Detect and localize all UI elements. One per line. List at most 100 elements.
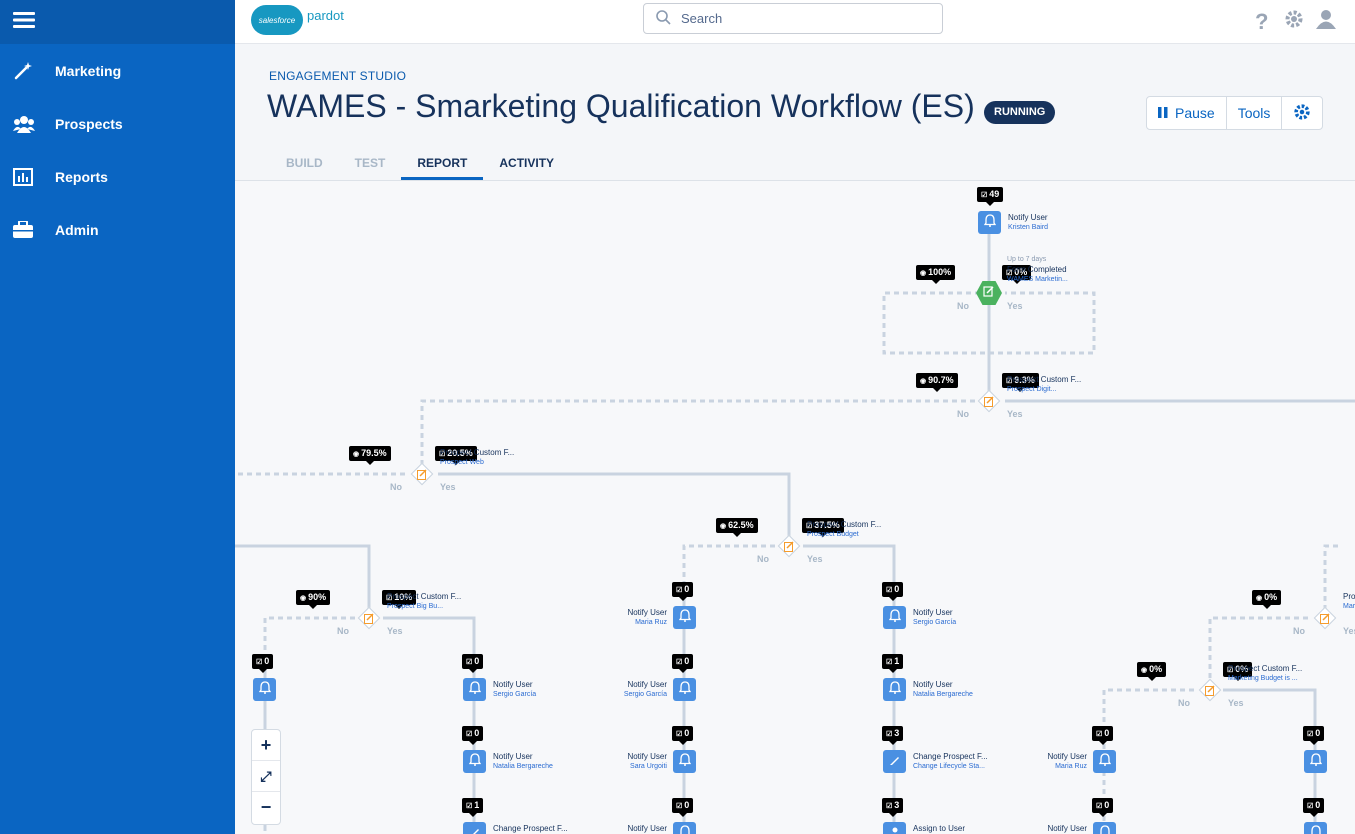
decision-label: Prospect Custom F...Prospect Big Bu...: [387, 592, 461, 612]
action-node[interactable]: [673, 822, 696, 834]
count-badge: ☑ 0: [462, 726, 484, 745]
gear-icon[interactable]: [1284, 9, 1304, 34]
count-badge: ☑ 0: [462, 654, 484, 673]
salesforce-pardot-logo[interactable]: salesforce pardot: [251, 5, 344, 35]
sidebar-item-prospects[interactable]: Prospects: [0, 97, 235, 150]
product-name: pardot: [307, 7, 344, 23]
action-title: Notify User: [627, 608, 667, 617]
bell-icon: [258, 680, 271, 699]
action-subtitle: Change Lifecycle Sta...: [913, 763, 985, 770]
breadcrumb[interactable]: ENGAGEMENT STUDIO: [269, 69, 407, 83]
badge-value: 0: [684, 584, 690, 594]
decision-subtitle: Prospect Digit...: [1007, 386, 1057, 393]
count-badge: ☑ 1: [882, 654, 904, 673]
no-label: No: [337, 626, 349, 636]
count-badge: ☑ 1: [462, 798, 484, 817]
action-title: Notify User: [913, 680, 953, 689]
bell-icon: [468, 752, 481, 771]
action-label: Change Prospect F...: [493, 824, 568, 834]
no-branch-connector: [1323, 544, 1338, 618]
user-avatar-icon[interactable]: [1315, 8, 1337, 35]
action-node[interactable]: [463, 822, 486, 834]
badge-value: 0: [684, 728, 690, 738]
badge-value: 0: [1315, 800, 1321, 810]
action-subtitle: Sergio García: [623, 691, 667, 698]
action-node[interactable]: [463, 678, 486, 701]
check-icon: ☑: [676, 659, 685, 666]
badge-value: 0%: [1264, 592, 1278, 602]
top-bar: salesforce pardot Search ?: [235, 0, 1355, 44]
search-input[interactable]: Search: [643, 3, 943, 34]
action-node[interactable]: [1304, 750, 1327, 773]
user-icon: [889, 825, 901, 834]
pause-button[interactable]: Pause: [1147, 97, 1227, 129]
action-node[interactable]: [673, 678, 696, 701]
check-icon: ☑: [1307, 803, 1316, 810]
action-title: Assign to User: [913, 824, 966, 833]
badge-value: 0: [1315, 728, 1321, 738]
decision-subtitle: Prospect Budget: [807, 531, 859, 538]
action-node[interactable]: [883, 606, 906, 629]
action-title: Notify User: [627, 824, 667, 833]
action-node[interactable]: [883, 822, 906, 834]
help-icon[interactable]: ?: [1255, 9, 1269, 34]
bell-icon: [1309, 752, 1322, 771]
no-percent-badge: ◉ 62.5%: [716, 518, 758, 537]
badge-value: 79.5%: [361, 448, 387, 458]
badge-value: 0: [1104, 728, 1110, 738]
check-icon: ☑: [1096, 731, 1105, 738]
action-node[interactable]: [253, 678, 276, 701]
badge-value: 1: [474, 800, 480, 810]
action-node[interactable]: [673, 750, 696, 773]
action-node[interactable]: [1093, 822, 1116, 834]
check-icon: ☑: [676, 731, 685, 738]
zoom-out-button[interactable]: −: [260, 797, 272, 817]
action-node[interactable]: [1093, 750, 1116, 773]
fit-to-screen-button[interactable]: ⤢: [252, 761, 280, 792]
action-node[interactable]: [883, 750, 906, 773]
gear-icon: [1293, 103, 1311, 124]
action-title: Notify User: [1047, 752, 1087, 761]
check-icon: ☑: [386, 595, 395, 602]
decision-subtitle: Mar...: [1343, 603, 1355, 610]
sidebar-item-admin[interactable]: Admin: [0, 203, 235, 256]
action-node[interactable]: [1304, 822, 1327, 834]
tab-activity[interactable]: ACTIVITY: [499, 156, 555, 170]
count-badge: ☑ 0: [1303, 726, 1325, 745]
action-node[interactable]: [883, 678, 906, 701]
badge-value: 0: [1104, 800, 1110, 810]
decision-title: Prospect Custom F...: [807, 520, 882, 529]
page-title: WAMES - Smarketing Qualification Workflo…: [267, 88, 975, 124]
action-title: Notify User: [627, 752, 667, 761]
menu-icon[interactable]: [13, 11, 35, 33]
workflow-connectors: [235, 216, 1355, 831]
count-badge: ☑ 0: [1092, 798, 1114, 817]
sidebar: Marketing Prospects Reports Admin: [0, 0, 235, 834]
bell-icon: [1099, 824, 1111, 834]
sidebar-item-reports[interactable]: Reports: [0, 150, 235, 203]
pause-icon: [1158, 105, 1168, 121]
action-node[interactable]: [673, 606, 696, 629]
bar-chart-icon: [13, 167, 55, 186]
yes-branch-connector: [803, 544, 896, 831]
action-node[interactable]: [978, 211, 1001, 234]
zoom-in-button[interactable]: +: [252, 730, 280, 761]
badge-value: 0: [264, 656, 270, 666]
sidebar-item-label: Marketing: [55, 62, 122, 79]
no-branch-connector: [420, 399, 975, 474]
settings-button[interactable]: [1282, 97, 1322, 129]
action-node[interactable]: [463, 750, 486, 773]
yes-label: Yes: [1007, 409, 1023, 419]
tab-test[interactable]: TEST: [354, 156, 386, 170]
tools-button[interactable]: Tools: [1227, 97, 1283, 129]
check-icon: ☑: [1227, 667, 1236, 674]
badge-value: 0: [684, 800, 690, 810]
target-icon: ◉: [1256, 595, 1265, 602]
tab-build[interactable]: BUILD: [286, 156, 323, 170]
edit-icon: [978, 390, 1000, 412]
tab-report[interactable]: REPORT: [401, 148, 484, 180]
sidebar-item-marketing[interactable]: Marketing: [0, 44, 235, 97]
